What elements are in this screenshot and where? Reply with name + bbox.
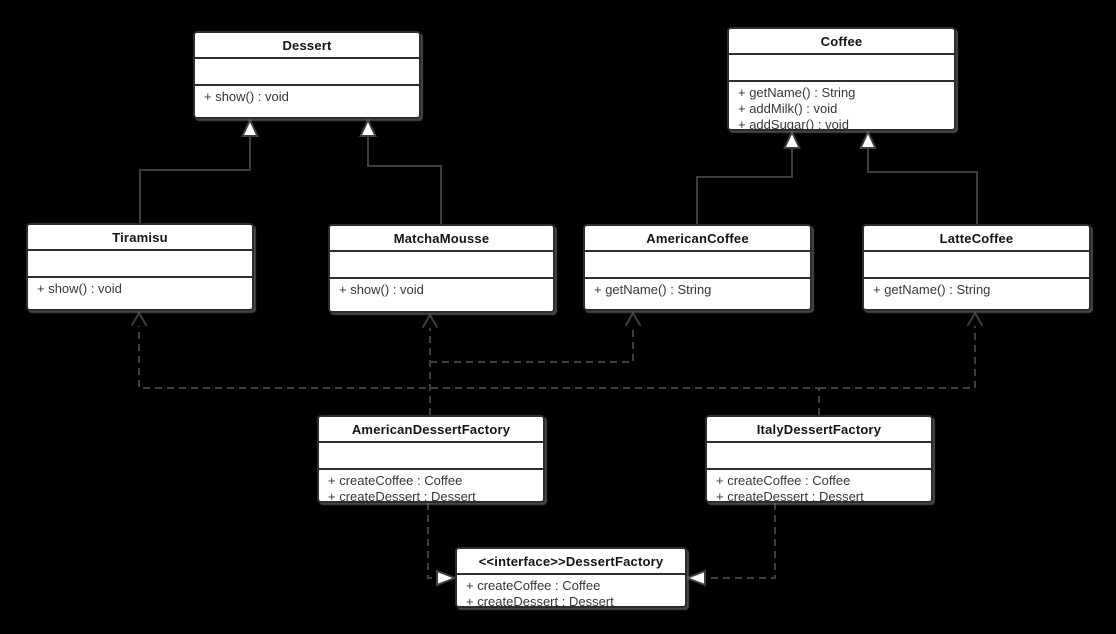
class-method: + getName() : String xyxy=(873,282,991,297)
class-methods: + getName() : String + addMilk() : void … xyxy=(729,82,954,129)
class-fields-empty xyxy=(729,55,954,82)
edge-inheritance-americancoffee-coffee xyxy=(696,129,802,224)
edge-dependency-americanfactory-matchamousse xyxy=(422,313,438,415)
class-title: LatteCoffee xyxy=(864,226,1089,252)
class-method: + createCoffee : Coffee xyxy=(328,473,463,488)
edge-dependency-italyfactory-tiramisu xyxy=(131,311,820,415)
open-arrowhead-icon xyxy=(422,313,438,328)
class-box-matchamousse[interactable]: MatchaMousse + show() : void xyxy=(328,224,555,313)
open-arrowhead-icon xyxy=(625,311,641,326)
class-title: ItalyDessertFactory xyxy=(707,417,931,443)
class-title: Coffee xyxy=(729,29,954,55)
class-method: + addMilk() : void xyxy=(738,101,838,116)
class-methods: + createCoffee : Coffee + createDessert … xyxy=(319,470,543,501)
class-methods: + createCoffee : Coffee + createDessert … xyxy=(707,470,931,501)
class-title: MatchaMousse xyxy=(330,226,553,252)
inheritance-triangle-icon xyxy=(240,117,260,137)
edge-realization-americanfactory-dessertfactory xyxy=(427,503,458,587)
class-box-dessert[interactable]: Dessert + show() : void xyxy=(193,31,421,119)
class-method: + getName() : String xyxy=(738,85,856,100)
class-box-americancoffee[interactable]: AmericanCoffee + getName() : String xyxy=(583,224,812,311)
class-method: + getName() : String xyxy=(594,282,712,297)
inheritance-triangle-icon xyxy=(358,117,378,137)
class-title: AmericanCoffee xyxy=(585,226,810,252)
edge-dependency-italyfactory-lattecoffee xyxy=(819,311,983,389)
class-title: Tiramisu xyxy=(28,225,252,251)
class-method: + createDessert : Dessert xyxy=(716,489,864,501)
class-box-dessertfactory-interface[interactable]: <<interface>>DessertFactory + createCoff… xyxy=(455,547,687,608)
edge-inheritance-lattecoffee-coffee xyxy=(858,129,978,224)
open-arrowhead-icon xyxy=(131,311,147,326)
class-method: + createCoffee : Coffee xyxy=(716,473,851,488)
class-methods: + show() : void xyxy=(28,278,252,309)
inheritance-triangle-icon xyxy=(782,129,802,149)
class-fields-empty xyxy=(195,59,419,86)
open-arrowhead-icon xyxy=(967,311,983,326)
class-method: + show() : void xyxy=(339,282,424,297)
class-title: Dessert xyxy=(195,33,419,59)
realization-triangle-icon xyxy=(684,569,706,587)
class-fields-empty xyxy=(707,443,931,470)
class-method: + createDessert : Dessert xyxy=(466,594,614,606)
class-method: + createCoffee : Coffee xyxy=(466,578,601,593)
class-title: AmericanDessertFactory xyxy=(319,417,543,443)
class-method: + show() : void xyxy=(37,281,122,296)
edge-inheritance-tiramisu-dessert xyxy=(139,117,260,223)
class-method: + createDessert : Dessert xyxy=(328,489,476,501)
class-fields-empty xyxy=(330,252,553,279)
class-box-americandessertfactory[interactable]: AmericanDessertFactory + createCoffee : … xyxy=(317,415,545,503)
inheritance-triangle-icon xyxy=(858,129,878,149)
class-methods: + show() : void xyxy=(195,86,419,117)
class-fields-empty xyxy=(319,443,543,470)
edge-inheritance-matchamousse-dessert xyxy=(358,117,442,224)
class-method: + show() : void xyxy=(204,89,289,104)
class-box-lattecoffee[interactable]: LatteCoffee + getName() : String xyxy=(862,224,1091,311)
class-fields-empty xyxy=(585,252,810,279)
edge-dependency-americanfactory-americancoffee xyxy=(430,311,641,363)
realization-triangle-icon xyxy=(436,569,458,587)
class-fields-empty xyxy=(864,252,1089,279)
edge-realization-italyfactory-dessertfactory xyxy=(684,503,776,587)
class-box-coffee[interactable]: Coffee + getName() : String + addMilk() … xyxy=(727,27,956,131)
class-methods: + getName() : String xyxy=(585,279,810,309)
class-methods: + show() : void xyxy=(330,279,553,311)
class-fields-empty xyxy=(28,251,252,278)
class-methods: + createCoffee : Coffee + createDessert … xyxy=(457,575,685,606)
class-methods: + getName() : String xyxy=(864,279,1089,309)
class-method: + addSugar() : void xyxy=(738,117,849,129)
class-title: <<interface>>DessertFactory xyxy=(457,549,685,575)
class-box-italydessertfactory[interactable]: ItalyDessertFactory + createCoffee : Cof… xyxy=(705,415,933,503)
class-box-tiramisu[interactable]: Tiramisu + show() : void xyxy=(26,223,254,311)
